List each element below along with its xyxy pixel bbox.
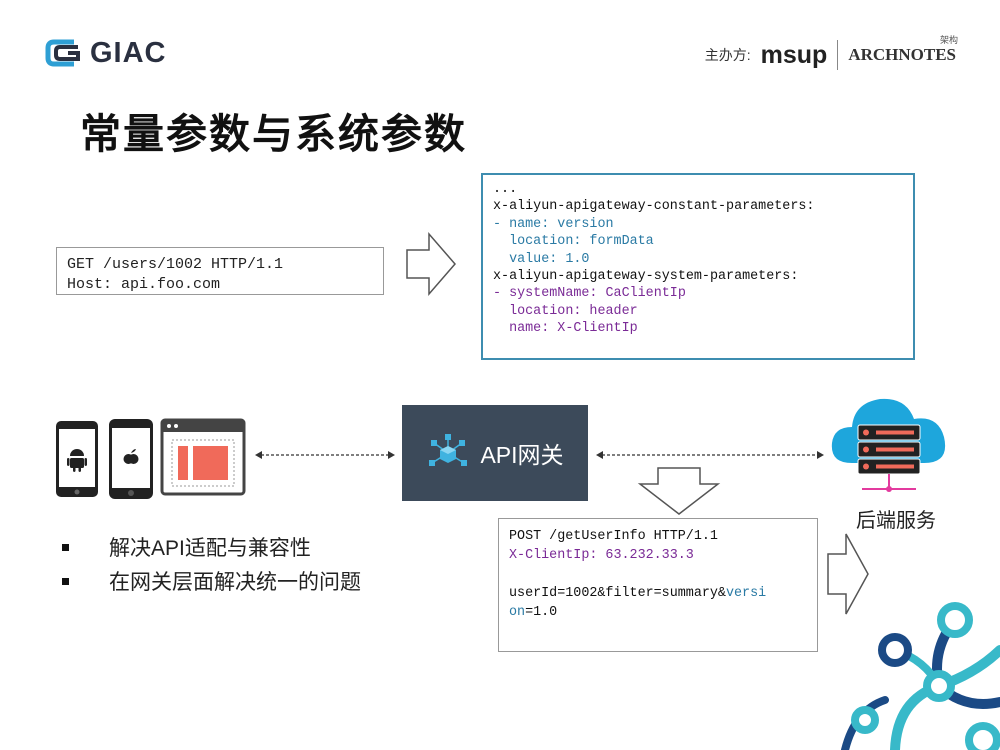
yaml-line: - systemName: CaClientIp [493,286,686,302]
bullet-text: 解决API适配与兼容性 [109,537,311,560]
post-request-box: POST /getUserInfo HTTP/1.1 X-ClientIp: 6… [498,518,818,652]
request-line-2: Host: api.foo.com [67,276,221,293]
cloud-server-icon [831,398,946,492]
page-title: 常量参数与系统参数 [80,111,467,157]
yaml-line: location: header [493,303,638,319]
archnotes-text: ARCHNOTES [848,45,956,64]
gateway-backend-connector [596,451,824,459]
bullet-text: 在网关层面解决统一的问题 [109,571,361,594]
post-blank-line [509,565,807,584]
post-line-4: on=1.0 [509,603,807,622]
post-body-params: userId=1002&filter=summary& [509,586,726,601]
api-gateway-box: API网关 [402,405,588,501]
post-body-version-key: versi [725,586,767,601]
yaml-line: name: X-ClientIp [493,321,638,337]
right-arrow-icon [406,231,456,297]
gateway-label: API网关 [480,442,564,468]
post-body-version-key-cont: on [509,605,526,620]
request-line-1: GET /users/1002 HTTP/1.1 [67,256,284,273]
organizer-divider [837,40,839,70]
msup-logo: msup [760,40,828,69]
organizer-label: 主办方: [704,47,751,63]
decorative-network-icon [841,602,1000,750]
post-body-version-value: =1.0 [525,605,558,620]
yaml-line: x-aliyun-apigateway-system-parameters: [493,269,799,285]
android-phone-icon [56,421,98,497]
yaml-line: - name: version [493,216,614,232]
archnotes-cn-text: 架构 [939,35,958,45]
archnotes-logo: ARCHNOTES 架构 [848,35,958,65]
bullet-marker [62,577,69,585]
apple-phone-icon [109,419,153,499]
yaml-line: ... [493,182,518,197]
post-line-3: userId=1002&filter=summary&versi [509,584,807,603]
bullet-list: 解决API适配与兼容性 在网关层面解决统一的问题 [62,530,361,598]
request-box: GET /users/1002 HTTP/1.1 Host: api.foo.c… [56,247,384,295]
post-line-2: X-ClientIp: 63.232.33.3 [509,548,694,563]
bullet-item: 解决API适配与兼容性 [62,530,361,564]
yaml-config-box: ... x-aliyun-apigateway-constant-paramet… [481,173,915,360]
bullet-marker [62,543,69,551]
giac-logo: GIAC [44,36,167,70]
post-line-1: POST /getUserInfo HTTP/1.1 [509,529,718,544]
backend-label: 后端服务 [856,510,936,532]
yaml-line: value: 1.0 [493,251,590,267]
browser-window-icon [160,418,246,496]
yaml-line: location: formData [493,234,654,250]
client-gateway-connector [255,451,395,459]
right-arrow-icon [827,533,869,615]
bullet-item: 在网关层面解决统一的问题 [62,564,361,598]
logo-text: GIAC [90,36,167,69]
giac-logo-icon [45,39,80,67]
yaml-line: x-aliyun-apigateway-constant-parameters: [493,199,815,215]
down-arrow-icon [637,467,721,515]
gateway-cubes-icon [429,434,468,466]
organizer: 主办方: msup ARCHNOTES 架构 [704,35,958,70]
